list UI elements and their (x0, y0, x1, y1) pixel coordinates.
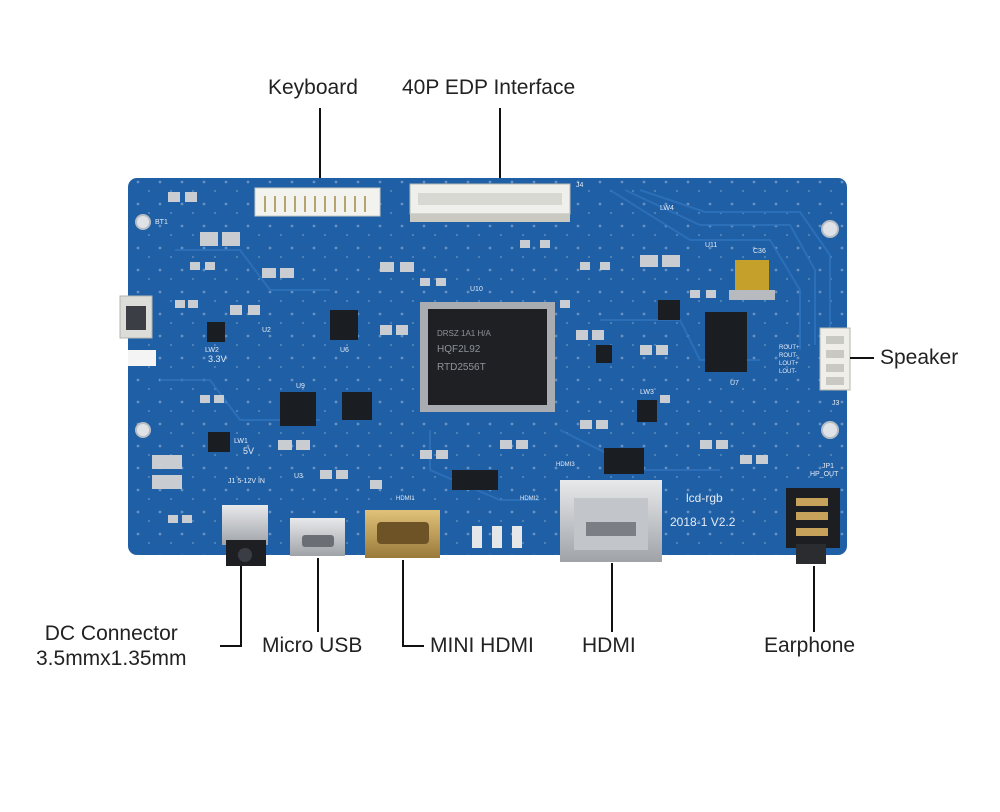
fpc-brackets (472, 526, 522, 548)
edp-connector (409, 183, 571, 222)
label-mini-hdmi: MINI HDMI (430, 634, 534, 657)
silk-5v: 5V (243, 446, 254, 456)
silk-jp1: JP1 (822, 463, 834, 470)
leader-lines (220, 108, 874, 647)
silk-j4: J4 (576, 182, 584, 189)
c36-capacitor (729, 260, 775, 300)
silk-u10: U10 (470, 286, 483, 293)
label-dc-connector: DC Connector 3.5mmx1.35mm (36, 621, 187, 671)
smd-pads (152, 192, 768, 523)
silk-rout-plus: ROUT+ (779, 345, 800, 351)
silk-u6: U6 (340, 347, 349, 354)
leader-dc (220, 566, 242, 647)
hdmi-connector (560, 480, 662, 562)
micro-usb-connector (290, 518, 345, 556)
main-chip: RTD2556T HQF2L92 DRSZ 1A1 H/A (420, 302, 555, 412)
silk-hdmi3: HDMI3 (556, 462, 575, 468)
dc-connector (222, 505, 268, 566)
silk-lw2: LW2 (205, 347, 219, 354)
silk-u7: U7 (730, 380, 739, 387)
chip-text-line3: DRSZ 1A1 H/A (437, 329, 491, 338)
silk-rout-minus: ROUT- (779, 353, 798, 359)
label-keyboard: Keyboard (268, 76, 358, 99)
label-hdmi: HDMI (582, 634, 636, 657)
earphone-jack (786, 488, 840, 564)
label-edp-interface: 40P EDP Interface (402, 76, 576, 99)
silk-u9: U9 (296, 383, 305, 390)
chip-text-line1: RTD2556T (437, 362, 486, 373)
silk-brand: lcd-rgb (686, 491, 723, 505)
silkscreen-labels: lcd-rgb 2018-1 V2.2 3.3V 5V J1 5-12V IN … (155, 182, 840, 529)
silk-hp-out: HP_OUT (810, 471, 839, 478)
silk-dc-in: J1 5-12V IN (228, 478, 265, 485)
leader-mini-hdmi (402, 560, 424, 647)
silk-bt1: BT1 (155, 219, 168, 226)
label-earphone: Earphone (764, 634, 856, 657)
left-connector (119, 295, 156, 366)
silk-hdmi2: HDMI2 (520, 496, 539, 502)
silk-lw3: LW3 (640, 389, 654, 396)
silk-u2: U2 (262, 327, 271, 334)
keyboard-connector (254, 187, 381, 217)
label-micro-usb: Micro USB (262, 634, 363, 657)
small-ics (207, 300, 747, 490)
speaker-connector (819, 327, 851, 391)
label-dc-line1: DC Connector (44, 622, 178, 645)
silk-3v3: 3.3V (208, 354, 227, 364)
label-dc-line2: 3.5mmx1.35mm (36, 647, 187, 670)
silk-lw1: LW1 (234, 438, 248, 445)
label-speaker: Speaker (880, 346, 959, 369)
silk-hdmi1: HDMI1 (396, 496, 415, 502)
silk-lout-minus: LOUT- (779, 369, 797, 375)
silk-version: 2018-1 V2.2 (670, 515, 736, 529)
silk-lout-plus: LOUT+ (779, 361, 799, 367)
silk-lw4: LW4 (660, 205, 674, 212)
mounting-holes (135, 214, 839, 439)
silk-u11: U11 (705, 242, 717, 249)
mini-hdmi-connector (365, 510, 440, 558)
silk-j3: J3 (832, 400, 840, 407)
silk-c36: C36 (753, 248, 766, 255)
silk-u3: U3 (294, 473, 303, 480)
chip-text-line2: HQF2L92 (437, 344, 481, 355)
